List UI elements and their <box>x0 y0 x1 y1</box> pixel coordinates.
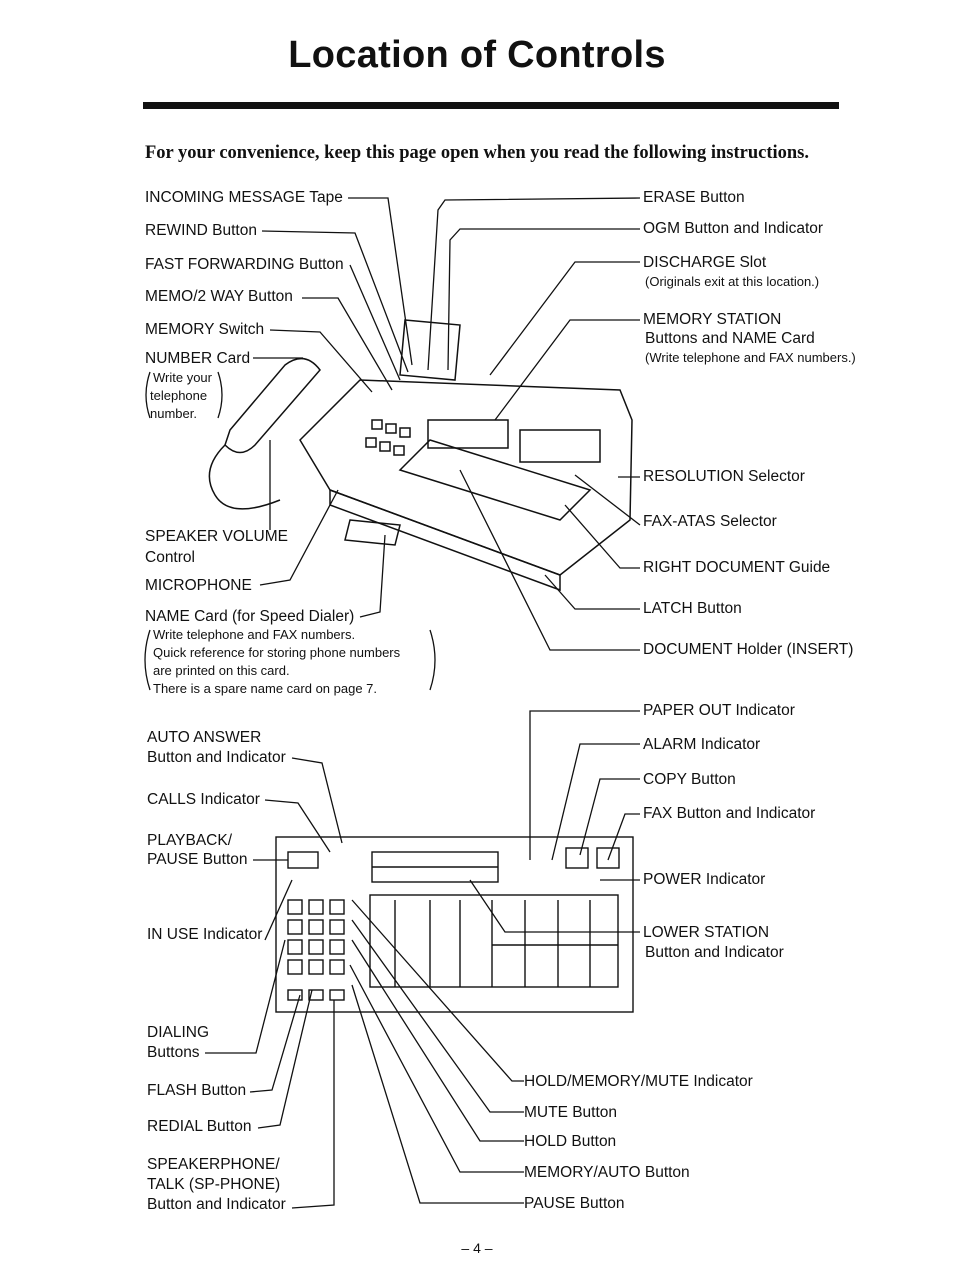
memory-station-note: (Write telephone and FAX numbers.) <box>645 350 856 365</box>
label-memory-switch: MEMORY Switch <box>145 321 265 338</box>
label-lower-station: LOWER STATION <box>643 924 770 941</box>
label-resolution-selector: RESOLUTION Selector <box>643 468 805 485</box>
page-number: – 4 – <box>461 1240 493 1256</box>
name-note-line2: Quick reference for storing phone number… <box>153 645 401 660</box>
label-flash-button: FLASH Button <box>147 1082 247 1099</box>
name-note-line1: Write telephone and FAX numbers. <box>153 627 356 642</box>
label-talk-sp-phone: TALK (SP-PHONE) <box>147 1176 281 1193</box>
label-lower-station-line2: Button and Indicator <box>645 944 784 961</box>
label-incoming-message-tape: INCOMING MESSAGE Tape <box>145 189 343 206</box>
label-rewind-button: REWIND Button <box>145 222 257 239</box>
label-sp-button-indicator: Button and Indicator <box>147 1196 286 1213</box>
label-auto-answer-line2: Button and Indicator <box>147 749 286 766</box>
label-paper-out-indicator: PAPER OUT Indicator <box>643 702 795 719</box>
label-discharge-slot: DISCHARGE Slot <box>643 254 767 271</box>
label-mute-button: MUTE Button <box>524 1104 618 1121</box>
title-rule <box>143 102 839 109</box>
label-fax-button: FAX Button and Indicator <box>643 805 816 822</box>
label-playback: PLAYBACK/ <box>147 832 233 849</box>
label-in-use-indicator: IN USE Indicator <box>147 926 263 943</box>
label-fax-atas-selector: FAX-ATAS Selector <box>643 513 777 530</box>
label-latch-button: LATCH Button <box>643 600 742 617</box>
number-note-line2: telephone <box>150 388 208 403</box>
label-speaker-volume: SPEAKER VOLUME <box>145 528 288 545</box>
label-redial-button: REDIAL Button <box>147 1118 252 1135</box>
label-dialing: DIALING <box>147 1024 210 1041</box>
name-note-line4: There is a spare name card on page 7. <box>153 681 378 696</box>
label-speaker-volume-control: Control <box>145 549 195 566</box>
name-note-line3: are printed on this card. <box>153 663 290 678</box>
page-title: Location of Controls <box>288 34 666 76</box>
label-hold-button: HOLD Button <box>524 1133 617 1150</box>
label-erase-button: ERASE Button <box>643 189 745 206</box>
label-document-holder: DOCUMENT Holder (INSERT) <box>643 641 854 658</box>
number-note-line3: number. <box>150 406 197 421</box>
discharge-note: (Originals exit at this location.) <box>645 274 820 289</box>
label-pause-button: PAUSE Button <box>524 1195 625 1212</box>
label-auto-answer: AUTO ANSWER <box>147 729 262 746</box>
label-alarm-indicator: ALARM Indicator <box>643 736 761 753</box>
label-name-card: NAME Card (for Speed Dialer) <box>145 608 355 625</box>
label-power-indicator: POWER Indicator <box>643 871 766 888</box>
label-number-card: NUMBER Card <box>145 350 251 367</box>
label-right-document-guide: RIGHT DOCUMENT Guide <box>643 559 831 576</box>
label-memory-station: MEMORY STATION <box>643 311 782 328</box>
label-dialing-buttons: Buttons <box>147 1044 200 1061</box>
label-microphone: MICROPHONE <box>145 577 252 594</box>
label-pause-button-playback: PAUSE Button <box>147 851 248 868</box>
label-speakerphone: SPEAKERPHONE/ <box>147 1156 280 1173</box>
label-calls-indicator: CALLS Indicator <box>147 791 260 808</box>
label-memory-auto-button: MEMORY/AUTO Button <box>524 1164 690 1181</box>
number-note-line1: Write your <box>153 370 212 385</box>
label-fast-forwarding-button: FAST FORWARDING Button <box>145 256 344 273</box>
intro-text: For your convenience, keep this page ope… <box>145 143 809 163</box>
label-memory-station-line2: Buttons and NAME Card <box>645 330 815 347</box>
label-copy-button: COPY Button <box>643 771 736 788</box>
label-memo-2way-button: MEMO/2 WAY Button <box>145 288 293 305</box>
label-hold-memory-mute-indicator: HOLD/MEMORY/MUTE Indicator <box>524 1073 753 1090</box>
label-ogm-button: OGM Button and Indicator <box>643 220 824 237</box>
